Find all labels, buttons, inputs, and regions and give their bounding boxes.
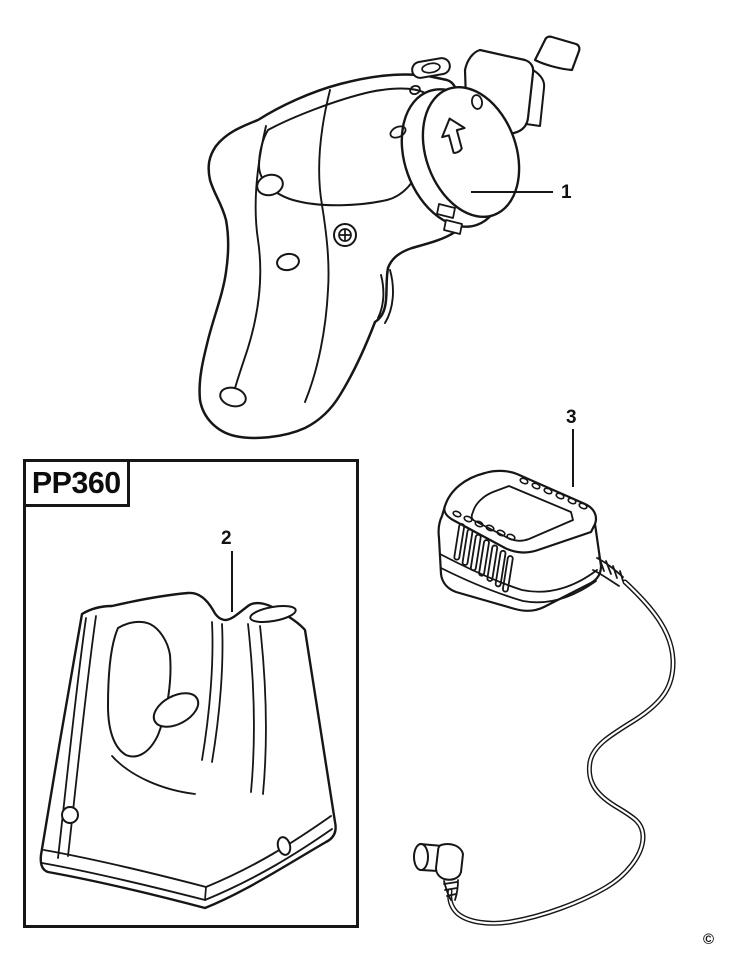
callout-1-label: 1 <box>561 182 572 203</box>
collar-ring-front <box>421 85 521 219</box>
top-vent-slot-inner <box>421 62 441 74</box>
barrel-plug <box>413 843 464 901</box>
top-vent-slot <box>411 57 451 79</box>
front-crease <box>111 755 196 795</box>
plug-elbow <box>435 843 464 881</box>
left-tower-line-a <box>57 617 87 859</box>
spindle <box>533 35 581 72</box>
model-label: PP360 <box>32 465 121 500</box>
phillips-screw-cross <box>339 229 351 241</box>
adapter-skirt-upper <box>439 553 598 593</box>
charger-adapter-illustration <box>413 469 676 926</box>
right-tower-seam-b <box>259 625 267 795</box>
housing-oval-left <box>409 84 421 96</box>
adapter-skirt-lower <box>440 567 597 604</box>
charger-cord-outer <box>447 579 676 926</box>
pocket-floor-opening <box>152 692 200 728</box>
housing-oval-right <box>471 94 483 110</box>
left-tower-line-b <box>67 615 97 857</box>
lanyard-hole <box>219 386 247 408</box>
callout-1-leader <box>471 191 553 193</box>
center-channel-line-a <box>201 621 214 761</box>
housing-oval-top <box>389 125 407 139</box>
right-tower-seam-a <box>247 623 255 793</box>
model-label-box: PP360 <box>23 459 130 507</box>
base-skirt-tick <box>204 886 207 901</box>
screwdriver-trigger <box>377 269 394 324</box>
adapter-top-face <box>443 469 598 554</box>
plug-barrel-cap <box>413 843 429 871</box>
edge-vent-ovals-right <box>519 477 588 510</box>
screwdriver-seam-left <box>232 125 267 397</box>
charging-base-illustration <box>39 591 337 910</box>
callout-2-label: 2 <box>221 528 232 549</box>
nose-right-facet <box>525 69 546 127</box>
edge-vent-ovals-left <box>452 510 516 541</box>
pp360-frame-box <box>23 459 359 928</box>
callout-2-leader <box>231 551 233 612</box>
strain-relief <box>592 556 624 587</box>
right-face-oval <box>276 836 292 856</box>
screw-boss-hole-mid <box>276 252 300 272</box>
direction-arrow-icon <box>441 117 466 154</box>
plug-neck <box>443 879 459 901</box>
callout-3-leader <box>572 429 574 487</box>
copyright-mark: © <box>703 931 715 948</box>
callout-3-label: 3 <box>566 407 577 428</box>
phillips-screw-inner <box>338 228 352 242</box>
vent-slots <box>453 523 514 593</box>
screw-boss-hole-upper <box>256 173 284 197</box>
clutch-tab-upper <box>436 203 456 219</box>
power-screwdriver-illustration <box>198 35 581 440</box>
right-tower-slot <box>249 605 297 623</box>
screwdriver-seam-right <box>304 89 331 403</box>
left-face-hole <box>61 806 79 824</box>
clutch-tab-lower <box>443 219 463 235</box>
charger-cord-inner <box>448 580 675 925</box>
base-outline <box>39 591 337 910</box>
center-channel-line-b <box>211 623 224 763</box>
